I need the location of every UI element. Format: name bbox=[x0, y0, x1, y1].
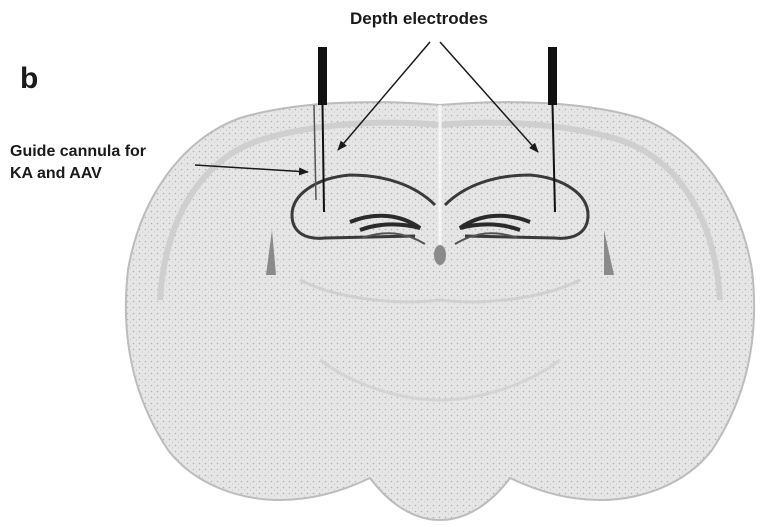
panel-letter: b bbox=[20, 62, 38, 96]
third-ventricle bbox=[434, 245, 446, 265]
depth-electrodes-label: Depth electrodes bbox=[350, 9, 488, 29]
guide-cannula-label-line2: KA and AAV bbox=[10, 165, 102, 183]
guide-cannula-label-line1: Guide cannula for bbox=[10, 143, 146, 161]
left-electrode-shaft bbox=[318, 47, 327, 105]
right-electrode-shaft bbox=[548, 47, 557, 105]
